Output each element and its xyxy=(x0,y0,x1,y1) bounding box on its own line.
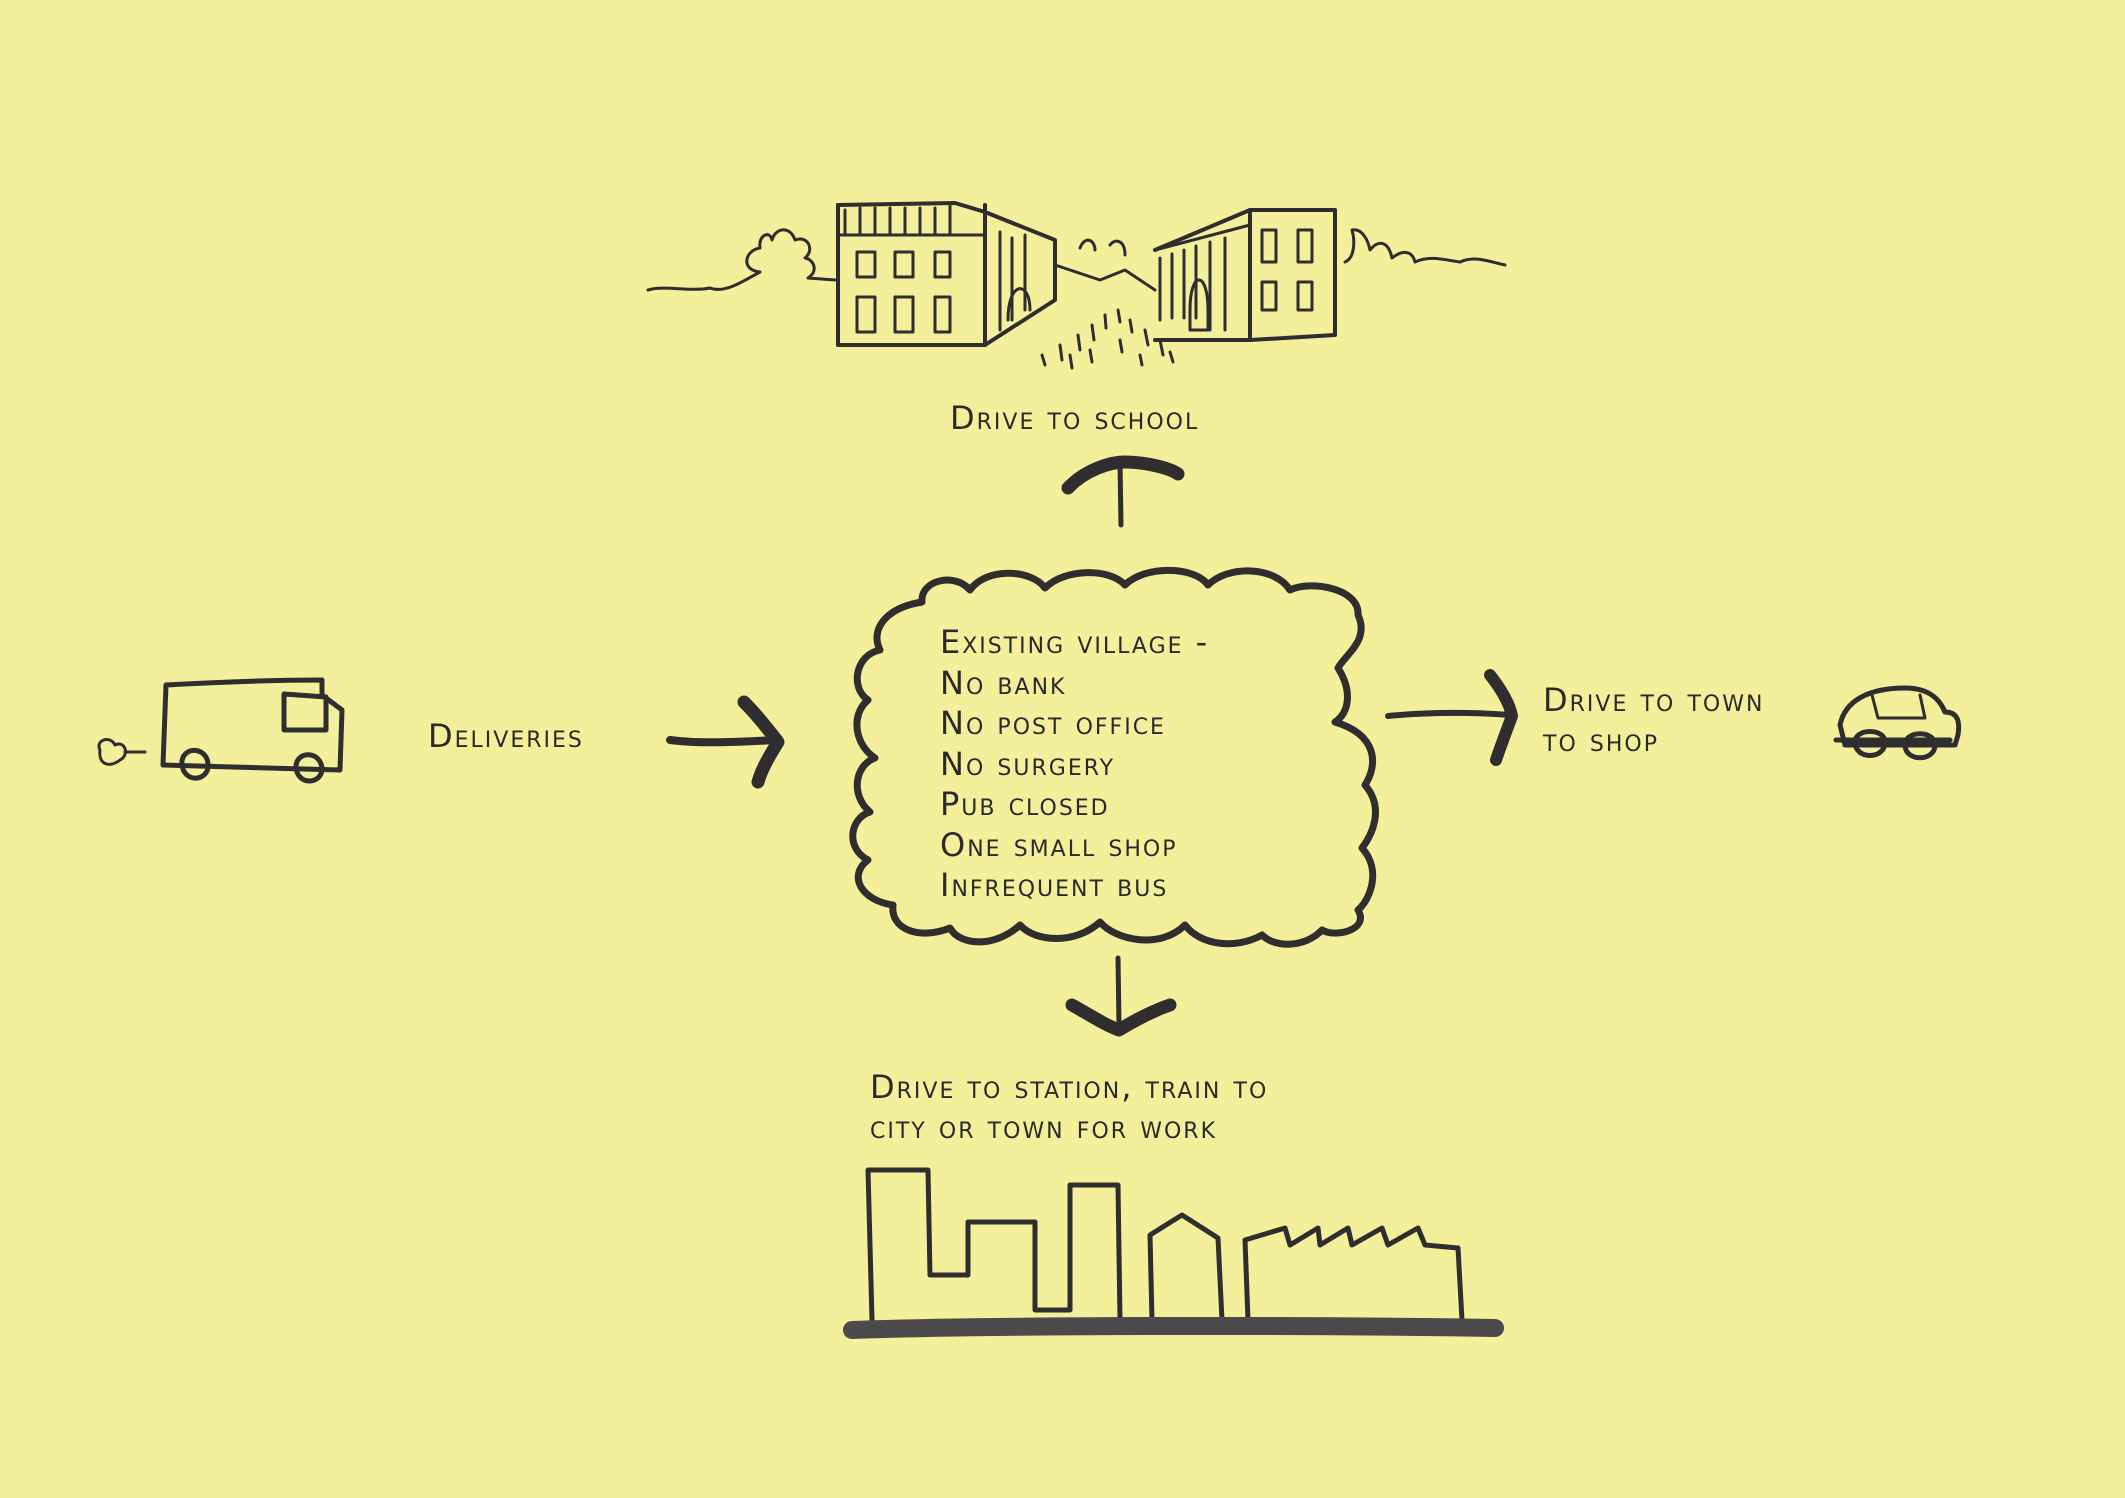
village-item-surgery: No surgery xyxy=(940,744,1116,783)
village-cloud-shape xyxy=(849,566,1379,948)
city-skyline-sketch-icon xyxy=(843,1167,1504,1339)
village-status-list: Existing village - No bank No post offic… xyxy=(940,622,1209,906)
town-label-line2: to shop xyxy=(1543,721,1660,759)
school-label: Drive to school xyxy=(950,399,1200,437)
village-item-bank: No bank xyxy=(940,663,1067,702)
deliveries-label: Deliveries xyxy=(428,717,584,755)
village-street-sketch-icon xyxy=(646,201,1507,370)
village-item-pub: Pub closed xyxy=(940,785,1110,823)
town-label: Drive to town to shop xyxy=(1543,680,1764,760)
station-label-line1: Drive to station, train to xyxy=(870,1068,1269,1106)
village-item-shop: One small shop xyxy=(940,825,1178,864)
delivery-van-icon xyxy=(97,677,345,784)
village-title: Existing village - xyxy=(940,623,1210,661)
station-label-line2: city or town for work xyxy=(870,1108,1218,1146)
village-item-bus: Infrequent bus xyxy=(940,866,1169,904)
arrow-down-icon xyxy=(1065,955,1177,1037)
town-label-line1: Drive to town xyxy=(1543,681,1765,719)
arrow-up-icon xyxy=(1061,455,1185,528)
arrow-right-icon xyxy=(1385,669,1518,766)
village-item-post-office: No post office xyxy=(940,704,1166,742)
car-icon xyxy=(1833,685,1962,761)
station-label: Drive to station, train to city or town … xyxy=(870,1067,1268,1147)
arrow-right-icon xyxy=(666,695,785,789)
